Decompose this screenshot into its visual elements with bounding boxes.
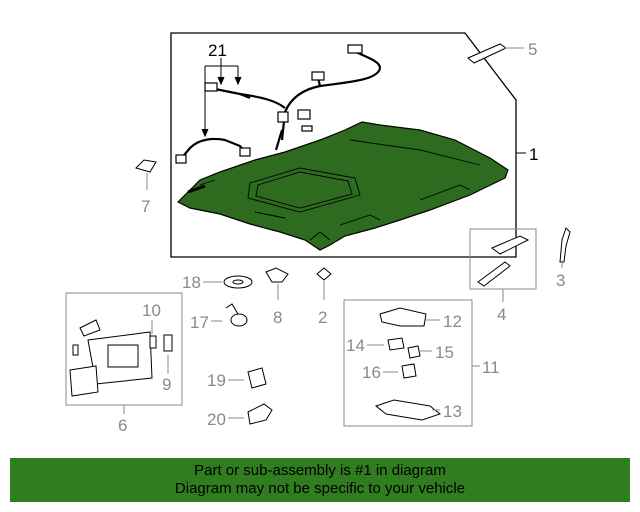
banner-line-2: Diagram may not be specific to your vehi…: [174, 480, 466, 497]
part-2-clip: [316, 267, 332, 281]
callout-21: 21: [208, 41, 227, 60]
callout-18: 18: [182, 273, 201, 292]
part-3-pin: [559, 227, 571, 263]
part-13-lens: [374, 399, 442, 421]
callout-15: 15: [435, 343, 454, 362]
part-4-assist-handle: [477, 235, 530, 287]
callout-13: 13: [443, 402, 462, 421]
part-14-lamp: [387, 337, 405, 351]
part-6-sun-visor: [69, 319, 173, 397]
part-5-bracket: [467, 43, 508, 64]
callout-20: 20: [207, 410, 226, 429]
headliner-assembly-frame: [170, 32, 517, 258]
callout-5: 5: [528, 40, 537, 59]
callout-8: 8: [273, 308, 282, 327]
callout-19: 19: [207, 371, 226, 390]
callout-21-leaders: [201, 58, 242, 138]
part-15-clip: [407, 345, 421, 359]
part-16-bulb: [401, 363, 417, 379]
callout-14: 14: [346, 336, 365, 355]
callout-9: 9: [162, 375, 171, 394]
callout-7: 7: [141, 197, 150, 216]
part-17-screw: [225, 303, 248, 327]
part-7-clip: [135, 159, 157, 173]
part-18-hole: [232, 279, 244, 285]
headliner-panel: [176, 121, 509, 251]
parts-diagram: 1 21: [65, 32, 571, 435]
part-20-bracket: [247, 403, 273, 425]
part-18-washer: [223, 275, 253, 289]
banner-line-1: Part or sub-assembly is #1 in diagram: [194, 462, 446, 479]
callout-4: 4: [497, 305, 506, 324]
harness-connectors: [175, 44, 363, 164]
wiring-harness: [179, 49, 382, 161]
callout-2: 2: [318, 308, 327, 327]
callout-3: 3: [556, 271, 565, 290]
part-11-frame: [343, 299, 473, 427]
callout-16: 16: [362, 363, 381, 382]
part-8-clip: [265, 267, 289, 283]
part-19-clip: [247, 367, 267, 389]
callout-6: 6: [118, 416, 127, 435]
callout-12: 12: [443, 312, 462, 331]
callout-17: 17: [190, 313, 209, 332]
callout-10: 10: [142, 301, 161, 320]
info-banner: Part or sub-assembly is #1 in diagram Di…: [10, 458, 630, 502]
part-12-console-bracket: [379, 307, 427, 327]
callout-1: 1: [529, 145, 538, 164]
callout-11: 11: [482, 358, 500, 377]
headliner-details: [187, 139, 481, 241]
